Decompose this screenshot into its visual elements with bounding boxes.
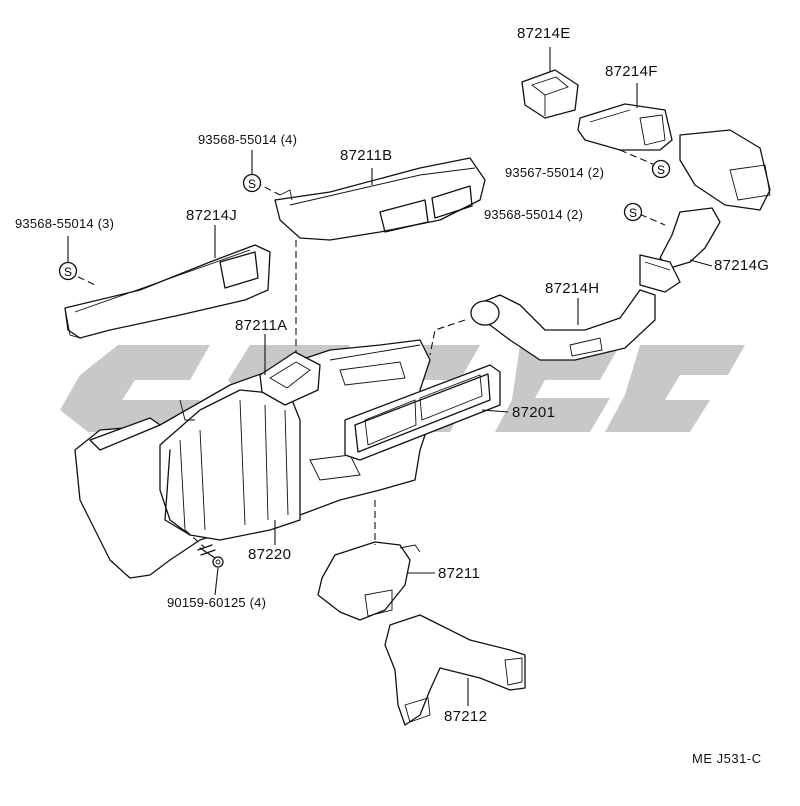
duct-right	[679, 129, 771, 211]
label-87211b: 87211B	[340, 147, 393, 164]
duct-87214g	[639, 207, 721, 293]
heater-unit	[74, 339, 431, 579]
duct-87212	[384, 614, 526, 726]
label-93567-55014-2: 93567-55014 (2)	[505, 165, 605, 180]
label-90159-60125-4: 90159-60125 (4)	[167, 595, 267, 610]
duct-87211a	[259, 351, 321, 406]
svg-text:S: S	[248, 177, 256, 191]
connector-87214e	[521, 69, 579, 119]
label-87212: 87212	[444, 708, 488, 725]
label-87211a: 87211A	[235, 317, 288, 334]
diagram-code: ME J531-C	[692, 751, 762, 766]
label-87201: 87201	[512, 404, 556, 421]
screw-icon	[197, 544, 224, 568]
label-93568-55014-2: 93568-55014 (2)	[484, 207, 584, 222]
gasket-87201	[344, 364, 501, 461]
label-87214e: 87214E	[517, 25, 571, 42]
duct-87214f	[577, 103, 673, 151]
svg-text:S: S	[629, 206, 637, 220]
leader-lines	[67, 47, 713, 706]
s-circle-icon: S	[58, 261, 78, 281]
label-87214j: 87214J	[186, 207, 238, 224]
label-87214h: 87214H	[545, 280, 600, 297]
label-93568-55014-4: 93568-55014 (4)	[198, 132, 298, 147]
svg-text:S: S	[657, 163, 665, 177]
duct-87214j	[64, 244, 271, 339]
label-87214g: 87214G	[714, 257, 770, 274]
svg-text:S: S	[64, 265, 72, 279]
duct-87211	[317, 541, 421, 621]
label-93568-55014-3: 93568-55014 (3)	[15, 216, 115, 231]
s-circle-icon: S	[623, 202, 643, 222]
duct-87211b	[274, 157, 486, 241]
s-circle-icon: S	[651, 159, 671, 179]
label-87214f: 87214F	[605, 63, 658, 80]
duct-87214h	[470, 289, 656, 361]
label-87211: 87211	[438, 565, 481, 582]
label-87220: 87220	[248, 546, 292, 563]
s-circle-icon: S	[242, 173, 262, 193]
